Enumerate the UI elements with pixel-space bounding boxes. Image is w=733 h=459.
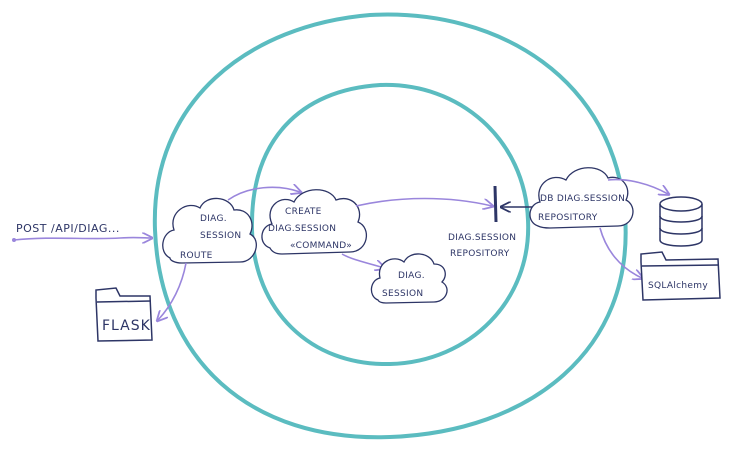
repo-interface-port — [493, 185, 498, 223]
command-label-line3: «COMMAND» — [290, 241, 352, 251]
route-label-line2: SESSION — [200, 231, 241, 241]
cloud-icon — [162, 197, 257, 264]
sqlalchemy-folder[interactable]: SQLAlchemy — [640, 251, 721, 301]
db-repo-to-sqlalchemy-arrow — [599, 227, 642, 278]
flask-folder[interactable]: FLASK — [95, 287, 153, 342]
repo-interface-label-line1: DIAG.SESSION — [448, 233, 516, 243]
folder-icon — [640, 251, 721, 301]
command-to-session-arrow — [341, 253, 384, 268]
cloud-icon — [261, 189, 368, 255]
cloud-icon — [370, 253, 448, 304]
session-cloud[interactable]: DIAG. SESSION — [370, 253, 448, 304]
route-cloud[interactable]: DIAG. SESSION ROUTE — [162, 197, 257, 264]
session-label-line2: SESSION — [382, 289, 423, 299]
session-label-line1: DIAG. — [398, 271, 425, 281]
route-label-line3: ROUTE — [180, 251, 213, 261]
db-repo-cloud[interactable]: DB DIAG.SESSION REPOSITORY — [529, 167, 634, 229]
command-label-line2: DIAG.SESSION — [268, 224, 336, 234]
route-to-command-arrow — [227, 187, 300, 201]
database-icon — [659, 196, 703, 247]
sqlalchemy-label: SQLAlchemy — [648, 281, 708, 291]
cloud-icon — [529, 167, 634, 229]
interface-port-icon — [493, 185, 498, 223]
entry-label: POST /API/DIAG... — [16, 222, 120, 235]
route-label-line1: DIAG. — [200, 214, 227, 224]
flask-label: FLASK — [102, 318, 151, 334]
db-repo-label-line1: DB DIAG.SESSION — [540, 194, 625, 204]
db-repo-to-database-arrow — [607, 178, 668, 194]
inner-ring — [249, 82, 531, 367]
entry-arrow — [12, 238, 151, 242]
repo-interface-label-line2: REPOSITORY — [450, 249, 510, 259]
command-cloud[interactable]: CREATE DIAG.SESSION «COMMAND» — [261, 189, 368, 255]
command-to-repo-arrow — [355, 197, 492, 207]
route-to-flask-arrow — [158, 262, 187, 320]
db-repo-label-line2: REPOSITORY — [538, 213, 598, 223]
command-label-line1: CREATE — [285, 207, 322, 217]
